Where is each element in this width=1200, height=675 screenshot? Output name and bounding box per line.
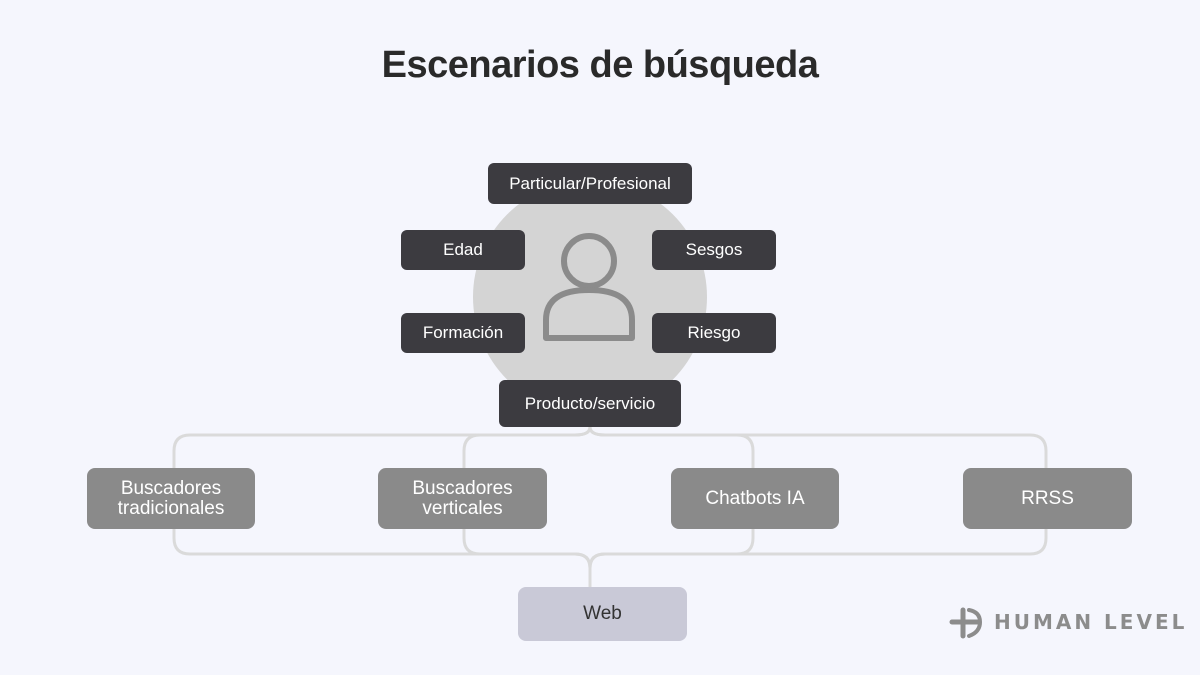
tag-sesgos: Sesgos — [652, 230, 776, 270]
tag-formacion: Formación — [401, 313, 525, 353]
tag-particular-profesional: Particular/Profesional — [488, 163, 692, 204]
channel-label: RRSS — [1021, 487, 1074, 509]
profile-circle — [473, 180, 707, 414]
human-level-logo-icon — [949, 607, 982, 639]
tag-producto-servicio: Producto/servicio — [499, 380, 681, 427]
channel-label-line1: Buscadores — [120, 477, 222, 499]
brand-name: HUMAN LEVEL — [994, 610, 1188, 634]
tag-edad: Edad — [401, 230, 525, 270]
channel-buscadores-tradicionales: Buscadores tradicionales — [87, 468, 255, 529]
brand-logo: HUMAN LEVEL — [948, 604, 1187, 640]
page-title: Escenarios de búsqueda — [381, 44, 819, 86]
channel-chatbots-ia: Chatbots IA — [671, 468, 839, 529]
channel-label-line2: verticales — [422, 497, 503, 519]
channel-buscadores-verticales: Buscadores verticales — [378, 468, 547, 529]
tag-riesgo: Riesgo — [652, 313, 776, 353]
target-web: Web — [518, 587, 687, 641]
channel-rrss: RRSS — [963, 468, 1132, 529]
user-icon — [543, 233, 635, 341]
channel-label: Chatbots IA — [705, 487, 805, 509]
channel-label-line1: Buscadores — [412, 477, 513, 499]
channel-label-line2: tradicionales — [117, 497, 225, 519]
